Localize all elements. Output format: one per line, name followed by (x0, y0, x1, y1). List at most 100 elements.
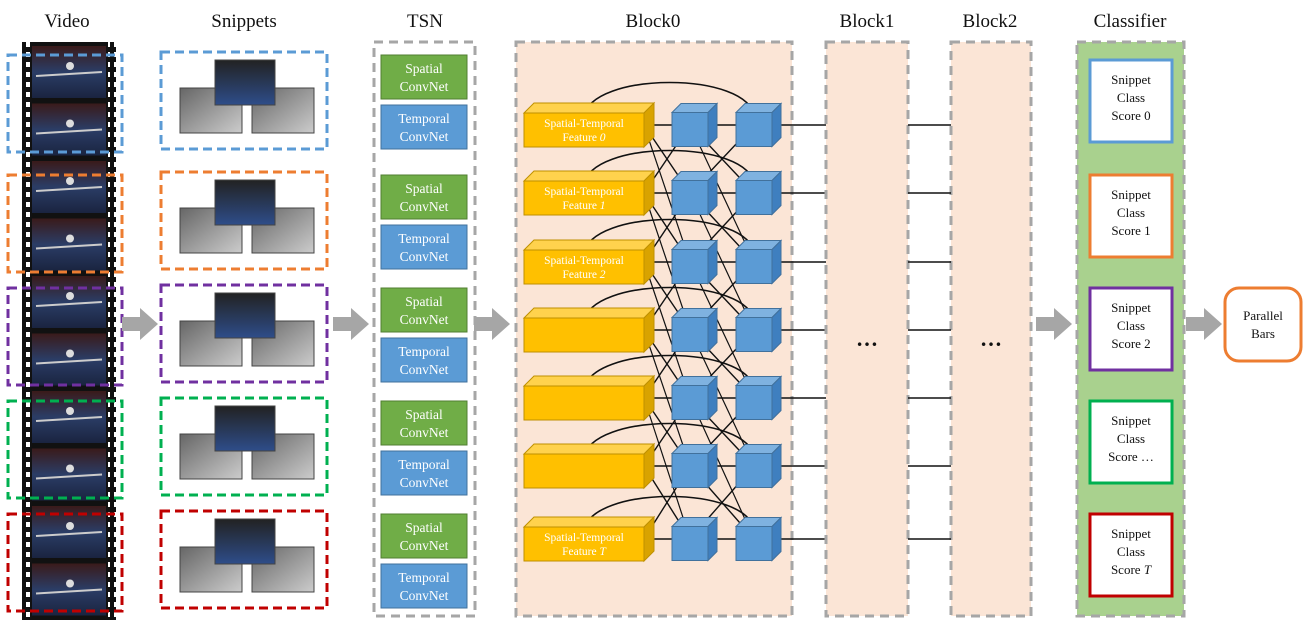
spatial-convnet (380, 174, 468, 220)
frame-figure-detail (66, 119, 74, 128)
skip-arc (583, 149, 755, 186)
feature-label-2: Feature T (562, 546, 607, 558)
score-box (1088, 399, 1174, 485)
feature-cube (670, 443, 719, 489)
score-box (1088, 512, 1174, 598)
spatial-label-1: Spatial (405, 407, 443, 422)
feature-cube (734, 102, 783, 148)
result-line1: Parallel (1243, 308, 1283, 323)
score-box (1088, 173, 1174, 259)
snippet-group (159, 396, 329, 497)
snippet-thumb-center (214, 292, 276, 339)
feature-cube (670, 307, 719, 353)
edge (643, 397, 691, 540)
feature-label-1: Spatial-Temporal (544, 118, 624, 130)
skip-arc (583, 81, 755, 118)
feature-cube (670, 516, 719, 562)
frame-figure-detail (66, 177, 74, 185)
flow-arrows (122, 308, 1222, 340)
temporal-label-2: ConvNet (400, 362, 449, 377)
spatial-label-2: ConvNet (400, 312, 449, 327)
block2-ellipsis: … (980, 326, 1002, 351)
block2-container (949, 40, 1033, 618)
block0-title: Block0 (626, 11, 681, 32)
video-title: Video (44, 11, 89, 32)
feature-label-1: Spatial-Temporal (544, 532, 624, 544)
feature-block (522, 306, 656, 354)
feature-cube (670, 239, 719, 285)
video-snippet-highlights (6, 53, 124, 613)
video-film-strip (22, 42, 116, 620)
frame-figure-detail (66, 292, 74, 300)
score-line3: Score 0 (1111, 108, 1150, 123)
feature-block (522, 374, 656, 422)
score-line2: Class (1117, 544, 1145, 559)
snippet-thumb-right (251, 546, 315, 593)
snippet-group (159, 50, 329, 151)
score-line3: Score 1 (1111, 223, 1150, 238)
frame-figure-detail (66, 62, 74, 70)
block1-ellipsis: … (856, 326, 878, 351)
video-snippet-box (6, 286, 124, 387)
feature-cube (734, 443, 783, 489)
tsn-title: TSN (407, 11, 443, 32)
block2-title: Block2 (963, 11, 1018, 32)
temporal-convnet (380, 337, 468, 383)
skip-arc (583, 495, 755, 532)
spatial-convnet (380, 513, 468, 559)
skip-arc (583, 354, 755, 391)
snippet-group (159, 509, 329, 610)
feature-label-2: Feature 2 (562, 269, 605, 281)
frame-bar-detail (35, 71, 103, 77)
feature-label-2: Feature 0 (562, 132, 605, 144)
spatial-label-2: ConvNet (400, 199, 449, 214)
result-box (1223, 286, 1303, 363)
temporal-convnet (380, 563, 468, 609)
feature-cube (734, 516, 783, 562)
spatial-convnet (380, 400, 468, 446)
skip-arc (583, 422, 755, 459)
spatial-label-1: Spatial (405, 181, 443, 196)
temporal-label-2: ConvNet (400, 249, 449, 264)
score-line1: Snippet (1111, 413, 1151, 428)
frame-bar-detail (35, 473, 103, 480)
temporal-convnet (380, 224, 468, 270)
edge (689, 397, 755, 540)
score-line2: Class (1117, 90, 1145, 105)
feature-cube (670, 170, 719, 216)
frame-bar-detail (35, 416, 103, 422)
video-snippet-box (6, 53, 124, 154)
snippet-thumb-center (214, 405, 276, 452)
score-line1: Snippet (1111, 300, 1151, 315)
temporal-label-1: Temporal (398, 570, 450, 585)
frame-figure-detail (66, 407, 74, 415)
frame-bar-detail (35, 128, 103, 135)
frame-bar-detail (35, 531, 103, 537)
snippets-title: Snippets (211, 11, 276, 32)
temporal-convnet (380, 104, 468, 150)
feature-cube (670, 102, 719, 148)
spatial-label-1: Spatial (405, 61, 443, 76)
skip-arc (583, 218, 755, 255)
snippet-group (159, 283, 329, 384)
flow-arrow (122, 308, 158, 340)
frame-bar-detail (35, 588, 103, 595)
frame-figure-detail (66, 349, 74, 358)
feature-block (522, 442, 656, 490)
snippet-thumb-center (214, 179, 276, 226)
spatial-label-1: Spatial (405, 294, 443, 309)
temporal-label-2: ConvNet (400, 475, 449, 490)
score-line3: Score T (1111, 562, 1152, 577)
temporal-label-1: Temporal (398, 111, 450, 126)
score-line2: Class (1117, 205, 1145, 220)
score-line2: Class (1117, 318, 1145, 333)
frame-figure-detail (66, 579, 74, 588)
flow-arrow (1186, 308, 1222, 340)
tsn-container (372, 40, 477, 618)
